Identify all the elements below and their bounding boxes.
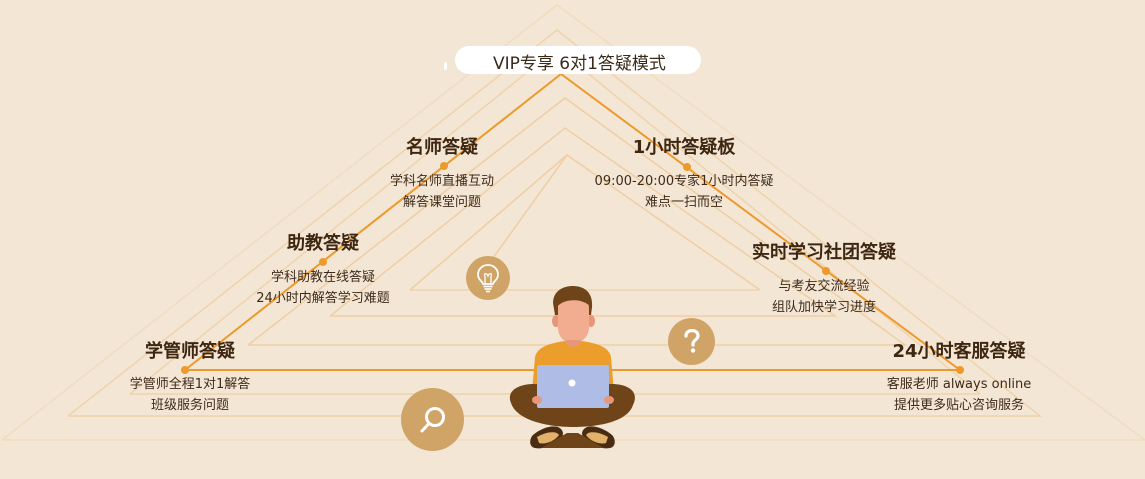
title-pill <box>455 46 701 74</box>
node-study-group-qa: 实时学习社团答疑 与考友交流经验 组队加快学习进度 <box>752 241 896 318</box>
node-title: 学管师答疑 <box>144 341 235 362</box>
node-desc-line: 组队加快学习进度 <box>771 300 876 315</box>
node-desc-line: 客服老师 always online <box>886 377 1032 392</box>
node-desc-line: 与考友交流经验 <box>778 279 870 294</box>
question-icon <box>668 318 715 365</box>
node-desc-line: 提供更多贴心咨询服务 <box>893 398 1024 413</box>
node-desc-line: 学科助教在线答疑 <box>270 270 376 285</box>
pill-decoration <box>444 62 447 70</box>
node-manager-qa: 学管师答疑 学管师全程1对1解答 班级服务问题 <box>130 340 251 416</box>
node-title: 实时学习社团答疑 <box>752 242 896 263</box>
pill-decoration <box>459 57 473 60</box>
node-desc-line: 班级服务问题 <box>150 398 230 413</box>
node-desc-line: 难点一扫而空 <box>644 195 724 210</box>
node-one-hour-qa-board: 1小时答疑板 09:00-20:00专家1小时内答疑 难点一扫而空 <box>595 136 774 213</box>
node-desc-line: 24小时内解答学习难题 <box>256 291 390 306</box>
node-title: 名师答疑 <box>405 137 478 158</box>
node-24h-service-qa: 24小时客服答疑 客服老师 always online 提供更多贴心咨询服务 <box>887 340 1032 416</box>
node-desc-line: 解答课堂问题 <box>402 195 482 210</box>
node-famous-teacher-qa: 名师答疑 学科名师直播互动 解答课堂问题 <box>390 136 494 213</box>
node-assistant-qa: 助教答疑 学科助教在线答疑 24小时内解答学习难题 <box>256 232 390 309</box>
search-icon <box>401 388 464 451</box>
page-title: VIP专享 6对1答疑模式 <box>493 54 666 74</box>
node-title: 24小时客服答疑 <box>892 341 1026 362</box>
pill-decoration <box>457 66 473 69</box>
node-title: 助教答疑 <box>286 233 359 254</box>
node-desc-line: 学管师全程1对1解答 <box>129 377 251 392</box>
node-desc-line: 学科名师直播互动 <box>389 174 495 189</box>
node-title: 1小时答疑板 <box>632 137 736 158</box>
lightbulb-icon <box>466 256 510 300</box>
pill-decoration <box>462 48 474 51</box>
node-desc-line: 09:00-20:00专家1小时内答疑 <box>594 174 774 189</box>
student-with-laptop-illustration <box>509 286 635 449</box>
